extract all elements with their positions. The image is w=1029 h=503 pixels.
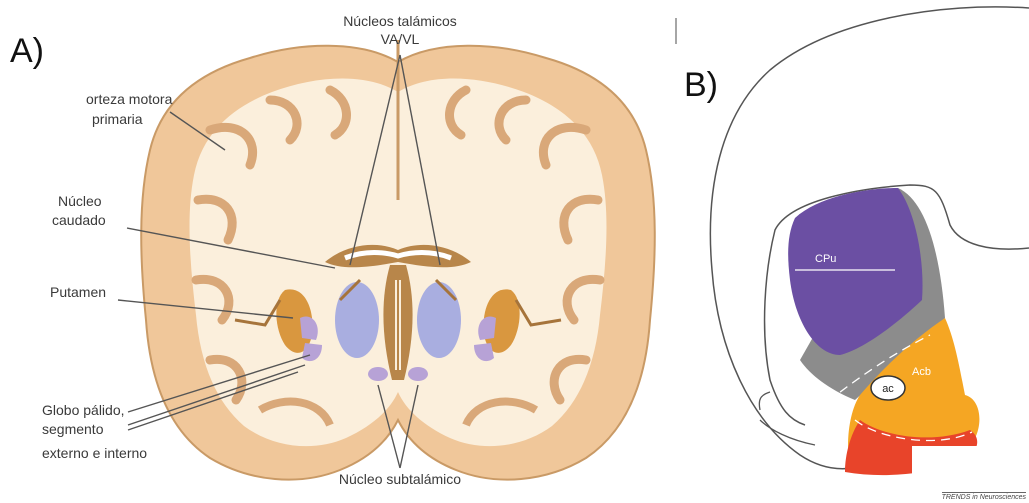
label-globus-pallidus: Globo pálido, xyxy=(42,402,125,418)
label-globus-segment: segmento xyxy=(42,421,104,437)
label-thalamic-nuclei-va-vl: VA/VL xyxy=(381,31,420,47)
thalamus-right xyxy=(417,282,461,358)
label-thalamic-nuclei: Núcleos talámicos xyxy=(343,13,457,29)
label-motor-cortex: orteza motora xyxy=(86,91,173,107)
figure-credit: TRENDS in Neurosciences xyxy=(942,492,1026,501)
subthalamic-nucleus-right xyxy=(408,367,428,381)
label-motor-cortex-primary: primaria xyxy=(92,111,143,127)
subthalamic-nucleus-left xyxy=(368,367,388,381)
label-acb: Acb xyxy=(912,366,931,378)
thalamus-left xyxy=(335,282,379,358)
label-ac: ac xyxy=(882,383,894,395)
striatum-schematic xyxy=(710,7,1029,486)
label-cpu: CPu xyxy=(815,253,836,265)
label-putamen: Putamen xyxy=(50,284,106,300)
mask-rect xyxy=(912,446,1029,486)
label-caudate: Núcleo xyxy=(58,193,102,209)
label-subthalamic: Núcleo subtalámico xyxy=(339,471,461,487)
label-globus-ext-int: externo e interno xyxy=(42,445,147,461)
coronal-brain-section xyxy=(141,40,655,480)
label-caudate-2: caudado xyxy=(52,212,106,228)
